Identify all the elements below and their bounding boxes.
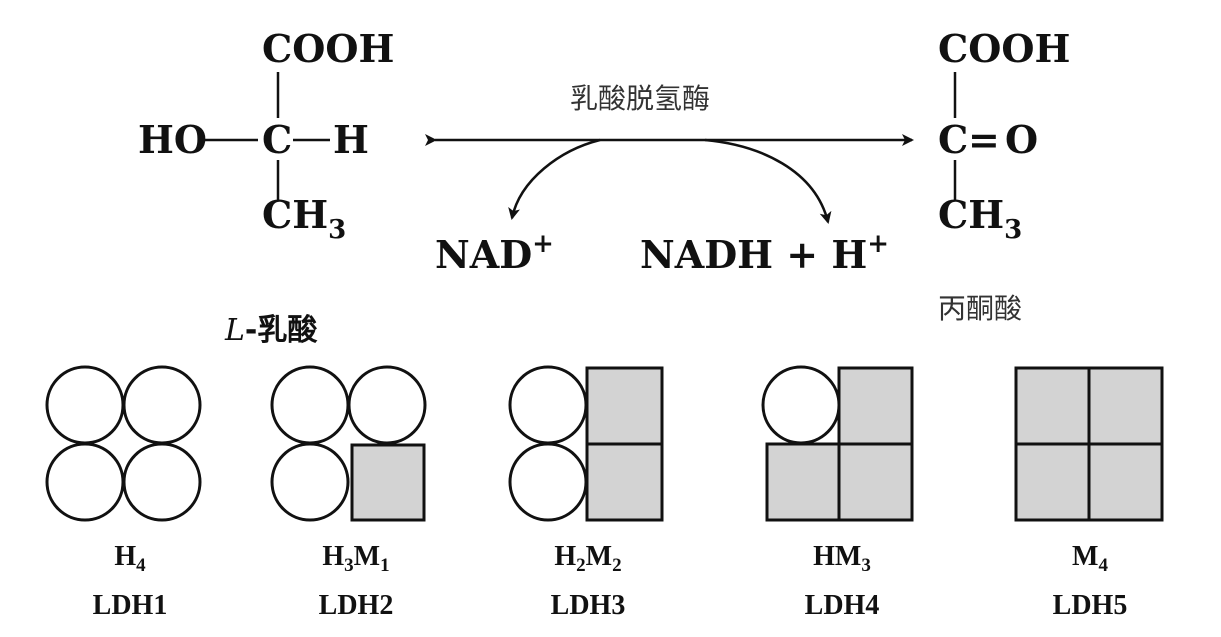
reaction-arrows: 乳酸脱氢酶 NAD+ NADH + H+: [425, 82, 914, 277]
h-subunit: [508, 365, 588, 445]
lactate-c: C: [262, 117, 292, 162]
m-subunit: [837, 442, 914, 522]
m-subunit: [1087, 442, 1164, 522]
m-subunit: [350, 443, 426, 522]
lactate-ch3: CH3: [262, 192, 346, 245]
name-ldh5: LDH5: [1053, 590, 1128, 621]
pyruvate-name: 丙酮酸: [938, 292, 1022, 325]
name-ldh3: LDH3: [551, 590, 626, 621]
isozyme-ldh3: [508, 365, 664, 522]
h-subunit: [122, 365, 202, 445]
formula-ldh2: H3M1: [322, 541, 389, 576]
pyruvate-cooh: COOH: [938, 26, 1070, 71]
formula-ldh5: M4: [1072, 541, 1108, 576]
isozyme-ldh5: [1014, 366, 1164, 522]
formula-ldh3: H2M2: [554, 541, 621, 576]
h-subunit: [45, 365, 125, 445]
h-subunit: [761, 365, 841, 445]
lactate-cooh: COOH: [262, 26, 394, 71]
nad-label: NAD+: [435, 229, 554, 277]
m-subunit: [1014, 442, 1091, 522]
h-subunit: [347, 365, 427, 445]
pyruvate-ch3: CH3: [938, 192, 1022, 245]
pyruvate-structure: COOH C = O CH3 丙酮酸: [938, 26, 1070, 325]
isozyme-ldh4: [761, 365, 914, 522]
lactate-name: L-乳酸: [224, 313, 318, 348]
name-ldh1: LDH1: [93, 590, 168, 621]
pyruvate-o: O: [1005, 117, 1038, 162]
h-subunit: [270, 442, 350, 522]
pyruvate-c: C: [938, 117, 968, 162]
curved-arrow-nadh: [704, 138, 832, 224]
h-subunit: [270, 365, 350, 445]
m-subunit: [765, 442, 841, 522]
m-subunit: [585, 442, 664, 522]
h-subunit: [45, 442, 125, 522]
m-subunit: [1087, 366, 1164, 446]
isozyme-labels: H4 H3M1 H2M2 HM3 M4 LDH1 LDH2 LDH3 LDH4 …: [93, 541, 1128, 621]
double-bond: =: [968, 117, 1000, 162]
name-ldh4: LDH4: [805, 590, 880, 621]
enzyme-label: 乳酸脱氢酶: [570, 82, 710, 115]
name-ldh2: LDH2: [319, 590, 394, 621]
h-subunit: [122, 442, 202, 522]
m-subunit: [837, 366, 914, 446]
nadh-label: NADH + H+: [640, 229, 889, 277]
m-subunit: [1014, 366, 1091, 446]
isozyme-ldh2: [270, 365, 427, 522]
m-subunit: [585, 366, 664, 446]
curved-arrow-nad: [508, 138, 601, 220]
h-subunit: [508, 442, 588, 522]
formula-ldh4: HM3: [813, 541, 871, 576]
lactate-ho: HO: [138, 117, 207, 162]
lactate-structure: COOH HO C H CH3 L-乳酸: [138, 26, 394, 348]
formula-ldh1: H4: [114, 541, 146, 576]
lactate-h: H: [333, 117, 369, 162]
isozyme-ldh1: [45, 365, 202, 522]
